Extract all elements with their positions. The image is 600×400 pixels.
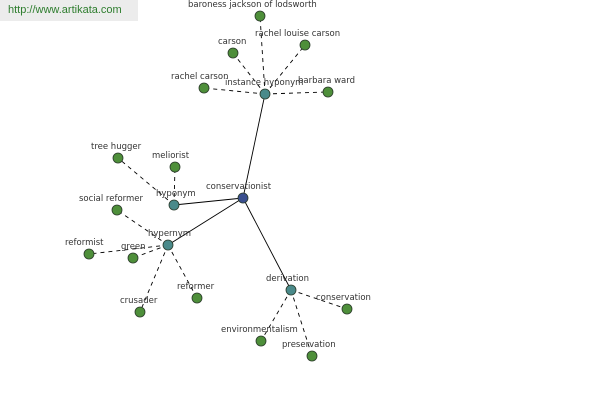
node-label-tree_hugger[interactable]: tree hugger xyxy=(91,142,142,152)
node-hypernym[interactable] xyxy=(162,239,174,251)
edge-instance_hyponym-rachel_louise xyxy=(264,44,306,95)
node-baroness[interactable] xyxy=(254,10,266,22)
node-green[interactable] xyxy=(127,252,139,264)
watermark-url[interactable]: http://www.artikata.com xyxy=(0,0,138,21)
node-label-hyponym[interactable]: hyponym xyxy=(156,189,196,199)
edge-conservationist-hypernym xyxy=(167,197,244,246)
node-label-rachel_carson[interactable]: rachel carson xyxy=(171,72,228,82)
edge-hypernym-reformist xyxy=(88,244,169,255)
node-derivation[interactable] xyxy=(285,284,297,296)
node-tree_hugger[interactable] xyxy=(112,152,124,164)
node-label-crusader[interactable]: crusader xyxy=(120,296,158,306)
node-environmentalism[interactable] xyxy=(255,335,267,347)
node-label-conservationist[interactable]: conservationist xyxy=(206,182,272,192)
node-barbara_ward[interactable] xyxy=(322,86,334,98)
edge-instance_hyponym-carson1 xyxy=(232,52,266,95)
edge-derivation-environmentalism xyxy=(260,289,292,342)
node-label-baroness[interactable]: baroness jackson of lodsworth xyxy=(188,0,317,10)
node-label-environmentalism[interactable]: environmentalism xyxy=(221,325,298,335)
node-label-reformer[interactable]: reformer xyxy=(177,282,215,292)
node-crusader[interactable] xyxy=(134,306,146,318)
edge-derivation-conservation xyxy=(290,289,348,310)
node-preservation[interactable] xyxy=(306,350,318,362)
node-instance_hyponym[interactable] xyxy=(259,88,271,100)
node-label-barbara_ward[interactable]: barbara ward xyxy=(298,76,355,86)
node-reformist[interactable] xyxy=(83,248,95,260)
node-carson1[interactable] xyxy=(227,47,239,59)
nodes-layer xyxy=(83,10,353,362)
node-meliorist[interactable] xyxy=(169,161,181,173)
edge-conservationist-instance_hyponym xyxy=(242,93,266,199)
node-label-carson1[interactable]: carson xyxy=(218,37,246,47)
edge-instance_hyponym-baroness xyxy=(259,15,266,95)
node-reformer[interactable] xyxy=(191,292,203,304)
node-label-meliorist[interactable]: meliorist xyxy=(152,151,190,161)
node-hyponym[interactable] xyxy=(168,199,180,211)
node-conservation[interactable] xyxy=(341,303,353,315)
node-rachel_louise[interactable] xyxy=(299,39,311,51)
edge-derivation-preservation xyxy=(290,289,313,357)
node-label-instance_hyponym[interactable]: instance hyponym xyxy=(225,78,303,88)
edge-conservationist-hyponym xyxy=(173,197,244,206)
edge-hyponym-meliorist xyxy=(173,166,176,206)
edge-instance_hyponym-barbara_ward xyxy=(264,91,329,95)
edge-hypernym-social_reformer xyxy=(116,209,169,246)
edge-hypernym-reformer xyxy=(167,244,198,299)
edges-layer xyxy=(88,15,348,357)
node-conservationist[interactable] xyxy=(237,192,249,204)
node-label-derivation[interactable]: derivation xyxy=(266,274,309,284)
edge-hypernym-green xyxy=(132,244,169,259)
node-label-reformist[interactable]: reformist xyxy=(65,238,104,248)
edge-instance_hyponym-rachel_carson xyxy=(203,87,266,95)
node-rachel_carson[interactable] xyxy=(198,82,210,94)
node-label-conservation[interactable]: conservation xyxy=(316,293,371,303)
node-label-hypernym[interactable]: hypernym xyxy=(148,229,191,239)
node-label-social_reformer[interactable]: social reformer xyxy=(79,194,144,204)
edge-conservationist-derivation xyxy=(242,197,292,291)
node-label-rachel_louise[interactable]: rachel louise carson xyxy=(255,29,340,39)
node-label-preservation[interactable]: preservation xyxy=(282,340,336,350)
node-social_reformer[interactable] xyxy=(111,204,123,216)
node-label-green[interactable]: green xyxy=(121,242,146,252)
labels-layer: conservationist instance hyponym hyponym hy… xyxy=(65,0,371,350)
